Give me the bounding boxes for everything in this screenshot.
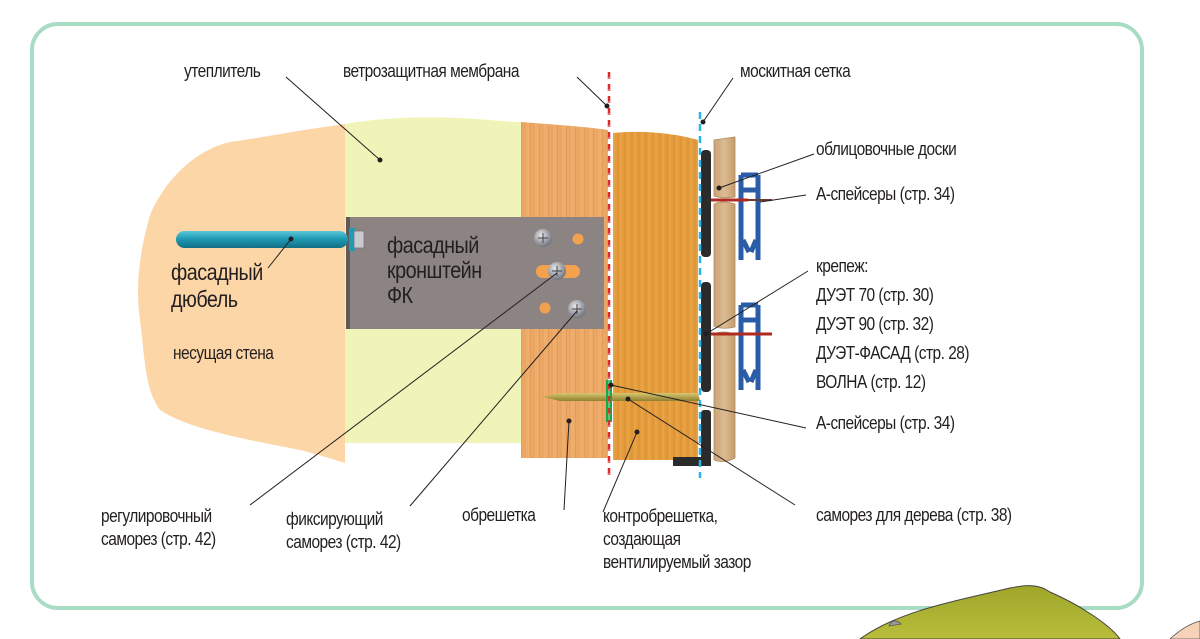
- label-mosquito-mesh: москитная сетка: [740, 61, 851, 81]
- fixing-screw-line: саморез (стр. 42): [286, 532, 401, 552]
- decorative-hill: [859, 585, 1200, 639]
- counter-batten-line: вентилируемый зазор: [603, 552, 751, 572]
- label-wind-membrane: ветрозащитная мембрана: [343, 61, 519, 81]
- label-a-spacers-bottom: А-спейсеры (стр. 34): [816, 413, 955, 433]
- a-spacer-clip-bottom: [738, 302, 761, 390]
- label-insulation: утеплитель: [184, 61, 261, 81]
- label-bearing-wall: несущая стена: [173, 343, 274, 363]
- fastener-item: ДУЭТ-ФАСАД (стр. 28): [816, 343, 970, 363]
- bracket-line: ФК: [387, 282, 413, 308]
- counter-batten: [613, 131, 698, 460]
- adjusting-screw-line: регулировочный: [101, 506, 212, 526]
- label-adjusting-screw: регулировочный саморез (стр. 42): [101, 505, 216, 551]
- label-facade-dowel: фасадный дюбель: [171, 259, 263, 313]
- label-wood-screw: саморез для дерева (стр. 38): [816, 505, 1012, 525]
- facade-dowel: [176, 228, 365, 251]
- diagram-frame: [30, 22, 1144, 610]
- label-a-spacers-top: А-спейсеры (стр. 34): [816, 184, 955, 204]
- leader-lines: [249, 76, 815, 513]
- fastener-item: ДУЭТ 90 (стр. 32): [816, 314, 934, 334]
- facade-dowel-line: фасадный: [171, 259, 263, 285]
- facade-dowel-line: дюбель: [171, 286, 238, 312]
- seal-strips: [673, 150, 711, 466]
- fastener-item: ДУЭТ 70 (стр. 30): [816, 285, 934, 305]
- fasteners-heading: крепеж:: [816, 256, 868, 276]
- facade-bracket: [346, 217, 604, 329]
- fastener-item: ВОЛНА (стр. 12): [816, 372, 926, 392]
- label-bracket: фасадный кронштейн ФК: [387, 233, 482, 308]
- fixing-screw-line: фиксирующий: [286, 509, 383, 529]
- bracket-line: фасадный: [387, 232, 479, 258]
- a-spacer-clip-top: [738, 172, 761, 260]
- label-counter-batten: контробрешетка, создающая вентилируемый …: [603, 505, 751, 574]
- label-cladding-boards: облицовочные доски: [816, 139, 957, 159]
- label-fixing-screw: фиксирующий саморез (стр. 42): [286, 508, 401, 554]
- bearing-wall: [138, 124, 345, 463]
- counter-batten-line: контробрешетка,: [603, 506, 718, 526]
- counter-batten-line: создающая: [603, 529, 681, 549]
- adjusting-screw-line: саморез (стр. 42): [101, 529, 216, 549]
- label-fasteners: крепеж: ДУЭТ 70 (стр. 30) ДУЭТ 90 (стр. …: [816, 256, 970, 393]
- label-batten: обрешетка: [462, 505, 536, 525]
- bracket-line: кронштейн: [387, 257, 482, 283]
- cladding-boards: [713, 136, 736, 462]
